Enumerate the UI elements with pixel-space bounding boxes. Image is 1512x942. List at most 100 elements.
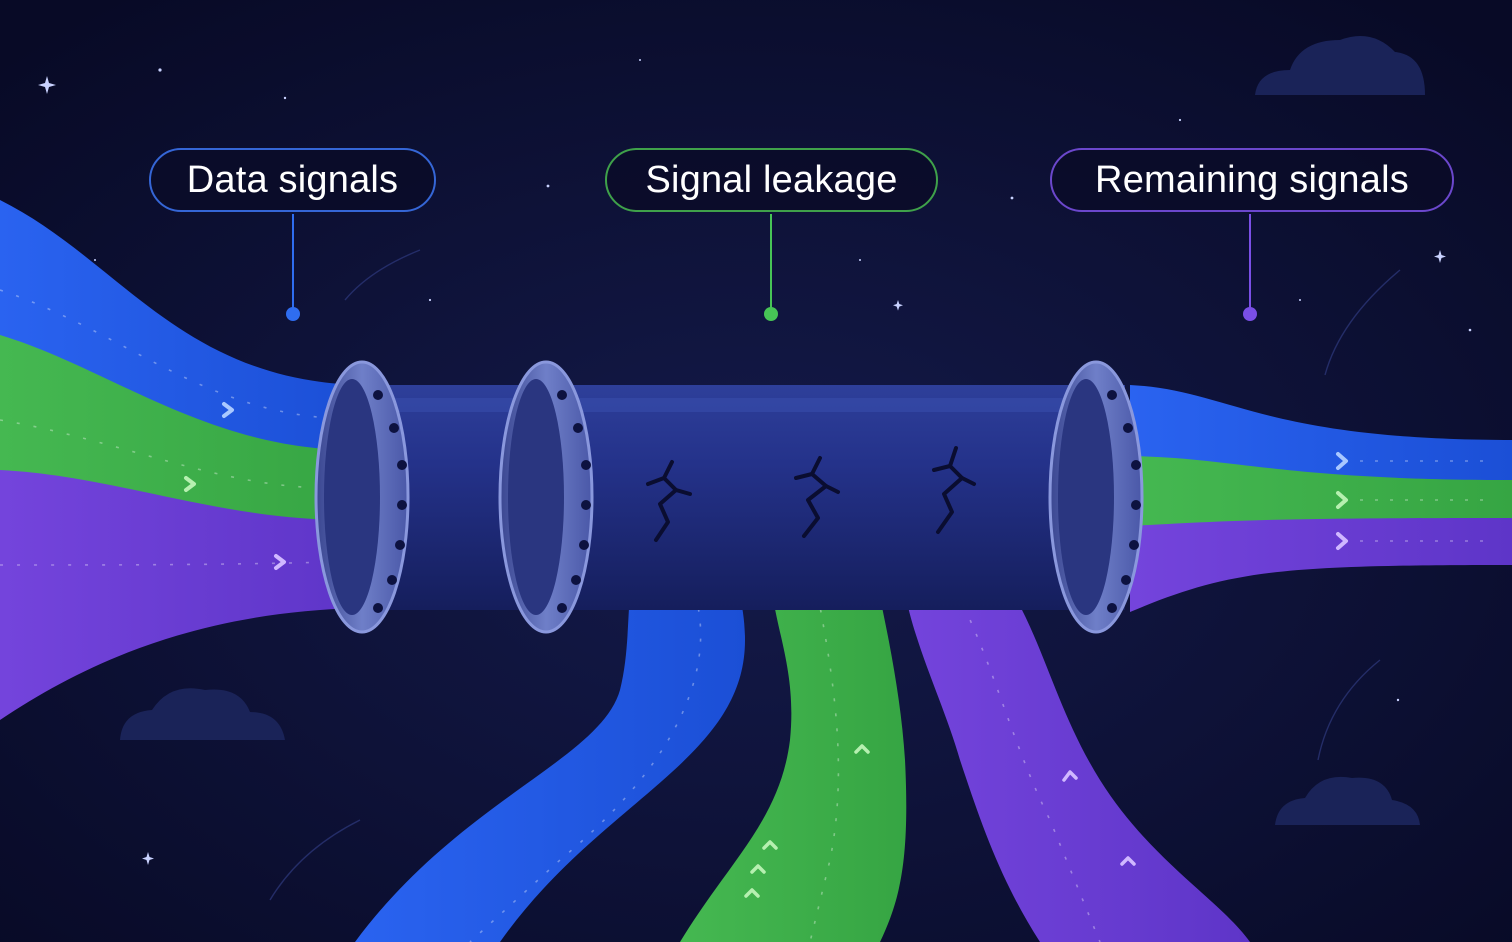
chevron-up-icon bbox=[744, 888, 760, 898]
flow-chevrons bbox=[184, 402, 286, 570]
bolt bbox=[397, 500, 407, 510]
bolts bbox=[373, 390, 407, 613]
bolt bbox=[1123, 423, 1133, 433]
bolt bbox=[1131, 500, 1141, 510]
star bbox=[1468, 328, 1472, 332]
bolt bbox=[1107, 603, 1117, 613]
crack bbox=[960, 476, 976, 486]
crack bbox=[932, 464, 952, 472]
flange-right bbox=[1048, 360, 1144, 634]
flange-inner bbox=[324, 379, 380, 615]
label-data-signals-text: Data signals bbox=[186, 158, 399, 201]
connector-dot-data-signals bbox=[286, 307, 300, 321]
star bbox=[283, 96, 287, 100]
bolt bbox=[571, 575, 581, 585]
bolt bbox=[395, 540, 405, 550]
leaking-green-stream bbox=[680, 529, 907, 942]
remaining-streams bbox=[1130, 385, 1512, 612]
incoming-streams bbox=[0, 200, 360, 720]
chevron-right-icon bbox=[1336, 532, 1348, 550]
incoming-purple-stream bbox=[0, 470, 360, 720]
bolt bbox=[579, 540, 589, 550]
chevron-right-icon bbox=[1336, 491, 1348, 509]
stars bbox=[38, 59, 1472, 865]
crack bbox=[674, 488, 692, 496]
bolts bbox=[1107, 390, 1141, 613]
star bbox=[546, 184, 550, 188]
label-signal-leakage-text: Signal leakage bbox=[645, 158, 898, 201]
leaking-streams bbox=[355, 529, 1250, 942]
chevron-up-icon bbox=[854, 744, 870, 754]
flow-chevrons bbox=[744, 744, 1136, 898]
bolt bbox=[373, 603, 383, 613]
chevron-up-icon bbox=[762, 840, 778, 850]
remaining-blue-stream bbox=[1130, 385, 1512, 482]
star bbox=[94, 259, 96, 261]
bolt bbox=[1129, 540, 1139, 550]
flange-inner bbox=[508, 379, 564, 615]
star bbox=[639, 59, 641, 61]
leaking-purple-stream bbox=[900, 533, 1250, 942]
crack bbox=[802, 456, 828, 538]
chevron-up-icon bbox=[750, 864, 766, 874]
label-remaining-signals: Remaining signals bbox=[1050, 148, 1454, 212]
sparkle-star bbox=[142, 852, 154, 865]
chevron-up-icon bbox=[1062, 770, 1078, 782]
chevron-right-icon bbox=[184, 476, 196, 492]
sparkle-star bbox=[893, 300, 903, 311]
bolt bbox=[1131, 460, 1141, 470]
star bbox=[1010, 196, 1014, 200]
star bbox=[158, 68, 162, 72]
cloud bbox=[120, 688, 285, 740]
remaining-purple-stream bbox=[1130, 518, 1512, 612]
connector-dot-signal-leakage bbox=[764, 307, 778, 321]
crack bbox=[654, 460, 678, 542]
incoming-green-stream bbox=[0, 335, 360, 525]
chevron-up-icon bbox=[1120, 856, 1136, 866]
flow-line bbox=[0, 289, 331, 419]
pipe-cracks bbox=[646, 446, 976, 542]
bolt bbox=[373, 390, 383, 400]
decorative-arcs bbox=[269, 249, 1401, 901]
flow-lines bbox=[0, 289, 331, 566]
leaking-blue-stream bbox=[355, 531, 745, 942]
crack bbox=[936, 446, 964, 534]
pipe bbox=[375, 385, 1125, 610]
bolt bbox=[581, 500, 591, 510]
label-connectors bbox=[286, 214, 1257, 321]
pipe-highlight bbox=[375, 398, 1125, 412]
bolt bbox=[581, 460, 591, 470]
crack bbox=[824, 484, 840, 494]
bolt bbox=[573, 423, 583, 433]
label-data-signals: Data signals bbox=[149, 148, 436, 212]
incoming-blue-stream bbox=[0, 200, 360, 455]
bolt bbox=[397, 460, 407, 470]
star bbox=[859, 259, 861, 261]
arc bbox=[1324, 269, 1401, 376]
star bbox=[428, 298, 432, 302]
star bbox=[1396, 698, 1400, 702]
bolt bbox=[389, 423, 399, 433]
sparkle-star bbox=[38, 76, 56, 94]
flange-inner bbox=[1058, 379, 1114, 615]
connector-dot-remaining-signals bbox=[1243, 307, 1257, 321]
arc bbox=[269, 819, 361, 901]
star bbox=[1178, 118, 1182, 122]
cloud bbox=[1255, 36, 1425, 95]
chevron-right-icon bbox=[1336, 452, 1348, 470]
bolt bbox=[387, 575, 397, 585]
chevron-right-icon bbox=[274, 554, 286, 570]
crack bbox=[646, 476, 666, 486]
clouds bbox=[120, 36, 1425, 825]
label-remaining-signals-text: Remaining signals bbox=[1095, 158, 1409, 201]
remaining-green-stream bbox=[1130, 456, 1512, 528]
crack bbox=[794, 472, 814, 480]
flange-left bbox=[314, 360, 410, 634]
arc bbox=[1317, 659, 1381, 761]
cloud bbox=[1275, 776, 1420, 825]
bolt bbox=[557, 390, 567, 400]
pipe-body bbox=[375, 385, 1125, 610]
bolt bbox=[557, 603, 567, 613]
bolt bbox=[1107, 390, 1117, 400]
